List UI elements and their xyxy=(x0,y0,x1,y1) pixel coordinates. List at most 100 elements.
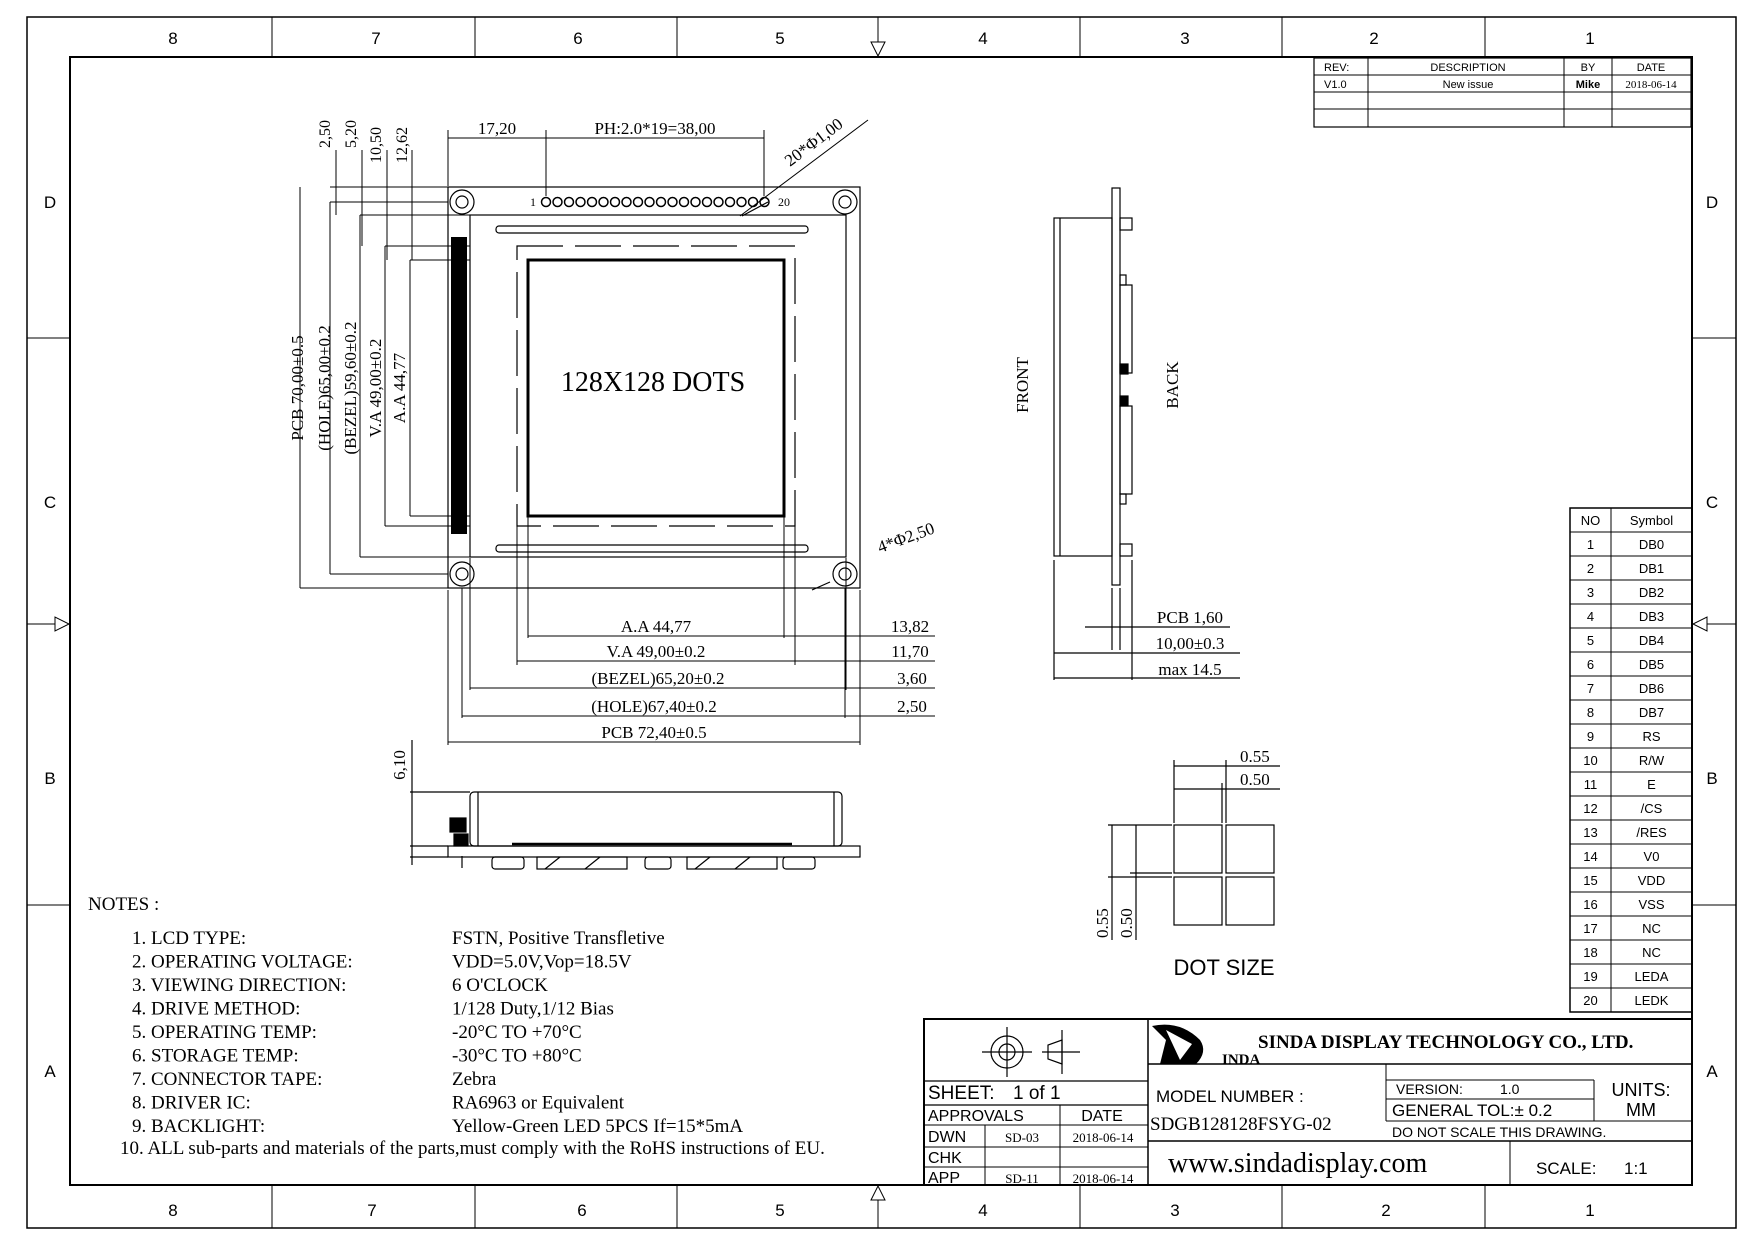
zone-col-label: 4 xyxy=(978,29,987,48)
top-dimension-lines xyxy=(447,119,869,217)
zone-col-label: 6 xyxy=(577,1201,586,1220)
note-label: 6. STORAGE TEMP: xyxy=(132,1046,299,1067)
dim-aa-height: A.A 44,77 xyxy=(390,352,409,423)
zone-row-label: C xyxy=(1706,493,1718,512)
left-dimension-lines xyxy=(299,150,470,589)
pin-number: 19 xyxy=(1583,969,1597,984)
connector-pin xyxy=(747,196,759,208)
approval-date: 2018-06-14 xyxy=(1073,1171,1134,1186)
zone-col-label: 3 xyxy=(1170,1201,1179,1220)
mounting-hole xyxy=(832,561,858,587)
rev-cell: V1.0 xyxy=(1324,79,1347,91)
dim-dot-pitch: 0.55 xyxy=(1240,747,1270,766)
pin-number: 20 xyxy=(1583,993,1597,1008)
dim-vertical-small: 2,50 xyxy=(317,120,334,148)
viewing-area xyxy=(516,245,796,527)
pin-last-label: 20 xyxy=(778,195,790,209)
note-value: FSTN, Positive Transfletive xyxy=(452,928,665,949)
dim-pin-offset: 17,20 xyxy=(478,119,516,138)
dim-max-thickness: max 14.5 xyxy=(1158,660,1221,679)
pin-number: 18 xyxy=(1583,945,1597,960)
dim-dot-height: 0.50 xyxy=(1117,908,1136,938)
connector-pin xyxy=(621,196,632,208)
connector-pin xyxy=(575,196,586,208)
scale-label: SCALE: xyxy=(1536,1159,1596,1178)
zone-col-label: 2 xyxy=(1381,1201,1390,1220)
bezel-slot xyxy=(495,544,809,553)
note-value: RA6963 or Equivalent xyxy=(452,1093,625,1114)
no-scale-note: DO NOT SCALE THIS DRAWING. xyxy=(1392,1124,1606,1140)
zone-col-label: 8 xyxy=(168,1201,177,1220)
active-area xyxy=(526,258,786,518)
zone-col-label: 5 xyxy=(775,29,784,48)
outer-border xyxy=(26,16,1737,1229)
logo-text: INDA xyxy=(1222,1052,1261,1068)
pin-first-label: 1 xyxy=(530,195,536,209)
dim-right-offset: 3,60 xyxy=(897,669,927,688)
connector-pin xyxy=(552,196,563,208)
company-website: www.sindadisplay.com xyxy=(1168,1148,1427,1179)
zone-col-label: 4 xyxy=(978,1201,987,1220)
zone-dividers xyxy=(27,17,1736,1228)
zone-col-label: 1 xyxy=(1585,29,1594,48)
connector-pin xyxy=(644,196,655,208)
zone-col-label: 6 xyxy=(573,29,582,48)
dim-module-thickness: 10,00±0.3 xyxy=(1156,634,1225,653)
pin-symbol: RS xyxy=(1642,729,1660,744)
dim-right-offset: 13,82 xyxy=(891,617,929,636)
pin-symbol: DB6 xyxy=(1639,681,1664,696)
connector-pin xyxy=(563,196,575,208)
zone-row-label: A xyxy=(44,1062,56,1081)
company-name: SINDA DISPLAY TECHNOLOGY CO., LTD. xyxy=(1258,1032,1633,1053)
dim-pcb-thickness: PCB 1,60 xyxy=(1157,608,1223,627)
pin-symbol: DB7 xyxy=(1639,705,1664,720)
dim-hole-width: (HOLE)67,40±0.2 xyxy=(591,697,716,716)
mounting-hole xyxy=(449,561,475,587)
dot-size-diagram xyxy=(1108,760,1280,940)
pin-symbol: DB4 xyxy=(1639,633,1664,648)
display-label: 128X128 DOTS xyxy=(561,367,745,398)
projection-symbol xyxy=(982,1027,1080,1077)
model-label: MODEL NUMBER : xyxy=(1156,1087,1304,1106)
zone-col-label: 1 xyxy=(1585,1201,1594,1220)
dim-vertical-small: 12,62 xyxy=(394,127,411,163)
connector-pin xyxy=(598,196,609,208)
connector-pin xyxy=(632,196,644,208)
dim-pin-pitch: PH:2.0*19=38,00 xyxy=(594,119,715,138)
dim-bezel-width: (BEZEL)65,20±0.2 xyxy=(591,669,724,688)
side-back-label: BACK xyxy=(1163,361,1182,409)
pin-symbol: DB0 xyxy=(1639,537,1664,552)
connector-pin xyxy=(540,196,552,208)
note-value: -20°C TO +70°C xyxy=(452,1022,582,1043)
pin-number: 6 xyxy=(1587,657,1594,672)
connector-pin xyxy=(736,196,747,208)
pcb-outline xyxy=(447,186,861,589)
connector-pin xyxy=(586,196,598,208)
pin-number: 12 xyxy=(1583,801,1597,816)
dim-pcb-height: PCB 70,00±0.5 xyxy=(288,335,307,440)
general-tolerance: GENERAL TOL:± 0.2 xyxy=(1392,1101,1552,1120)
zone-row-label: A xyxy=(1706,1062,1718,1081)
zone-col-label: 2 xyxy=(1369,29,1378,48)
dot-size-title: DOT SIZE xyxy=(1173,955,1274,980)
note-value: 6 O'CLOCK xyxy=(452,975,548,996)
units-label: UNITS: xyxy=(1611,1080,1670,1100)
sheet-label: SHEET: xyxy=(928,1083,995,1104)
pin-number: 8 xyxy=(1587,705,1594,720)
connector-pin xyxy=(667,196,678,208)
zone-col-label: 7 xyxy=(371,29,380,48)
note-label: 3. VIEWING DIRECTION: xyxy=(132,975,346,996)
note-value: VDD=5.0V,Vop=18.5V xyxy=(452,952,632,973)
connector-pins xyxy=(540,196,770,208)
dim-va-width: V.A 49,00±0.2 xyxy=(607,642,706,661)
zebra-strip xyxy=(451,237,467,534)
title-block xyxy=(923,1018,1693,1186)
dim-dot-pitch-v: 0.55 xyxy=(1093,908,1112,938)
note-last: 10. ALL sub-parts and materials of the p… xyxy=(120,1138,825,1159)
version-label: VERSION: xyxy=(1396,1081,1463,1097)
units-value: MM xyxy=(1626,1100,1656,1120)
edge-view xyxy=(410,740,861,870)
connector-pin xyxy=(609,196,621,208)
note-label: 7. CONNECTOR TAPE: xyxy=(132,1069,322,1090)
side-front-label: FRONT xyxy=(1013,357,1032,413)
